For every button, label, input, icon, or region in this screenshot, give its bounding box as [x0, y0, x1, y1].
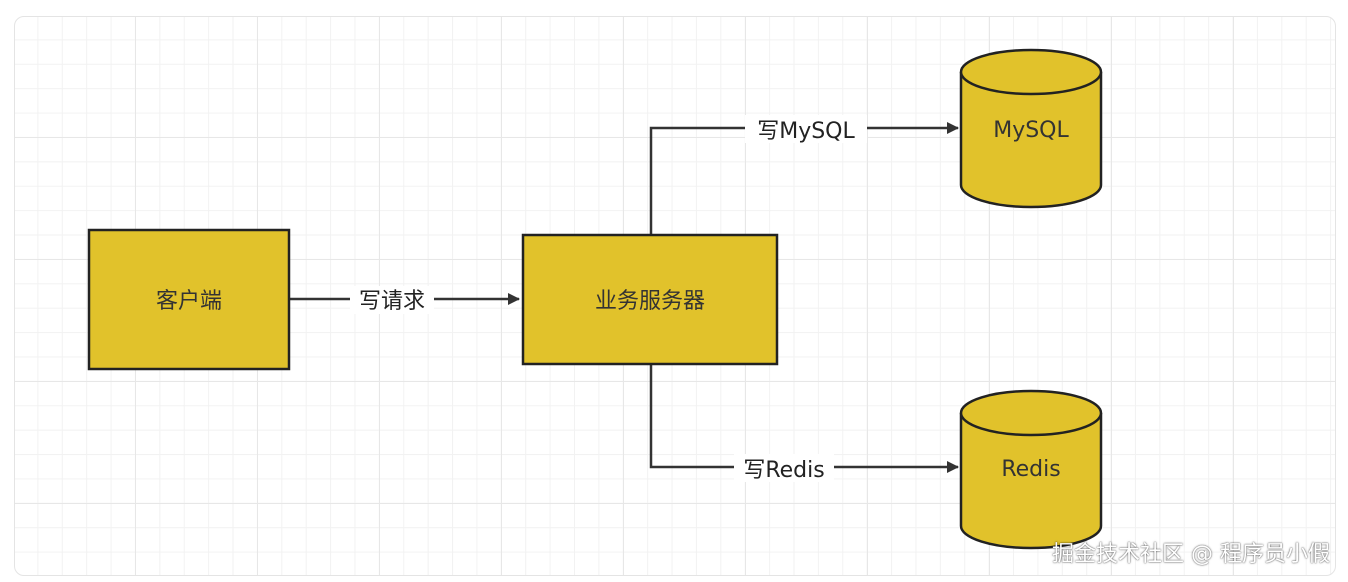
node-mysql-database: MySQL: [959, 48, 1103, 209]
edge-label-write-mysql-text: 写MySQL: [757, 119, 855, 144]
edge-label-write-redis: 写Redis: [734, 454, 834, 483]
edge-label-write-mysql: 写MySQL: [745, 115, 867, 144]
node-server: 业务服务器: [521, 233, 779, 366]
watermark: 掘金技术社区 @ 程序员小假: [1052, 542, 1330, 567]
node-redis-database: Redis: [959, 389, 1103, 550]
node-server-label: 业务服务器: [595, 289, 705, 314]
node-mysql-label: MySQL: [993, 118, 1069, 143]
edge-server-to-redis: [649, 364, 959, 473]
node-client-label: 客户端: [156, 289, 222, 314]
node-redis-label: Redis: [1001, 457, 1060, 482]
edge-label-write-request: 写请求: [350, 286, 434, 314]
node-client: 客户端: [87, 228, 291, 371]
edge-server-to-mysql: [649, 122, 959, 235]
edge-label-write-request-text: 写请求: [359, 289, 425, 314]
edge-label-write-redis-text: 写Redis: [743, 458, 824, 483]
